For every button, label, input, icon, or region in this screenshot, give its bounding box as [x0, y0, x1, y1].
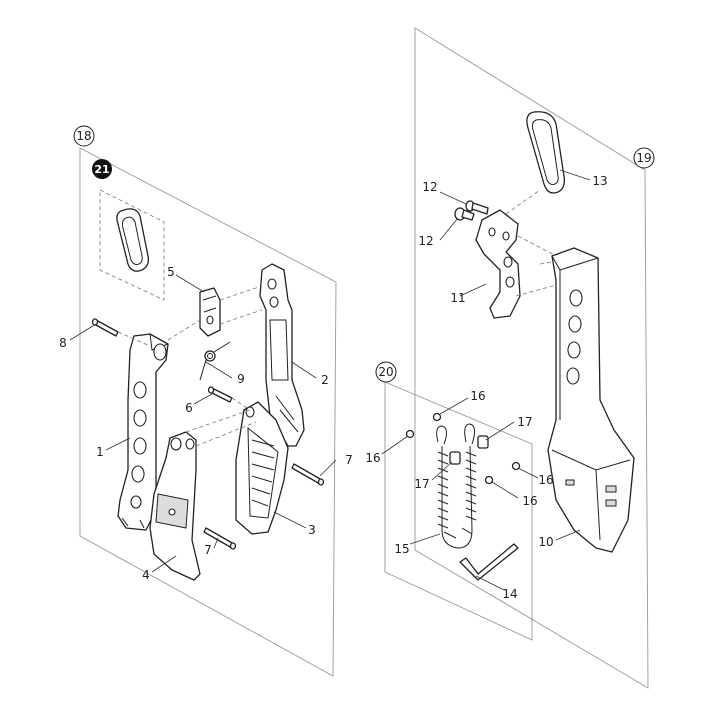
label-part-17-left: 17 — [414, 477, 429, 491]
label-part-5: 5 — [167, 265, 175, 279]
panel-assembly-18 — [79, 147, 337, 677]
label-part-10: 10 — [538, 535, 553, 549]
svg-text:19: 19 — [636, 151, 651, 165]
label-part-9: 9 — [237, 372, 245, 386]
label-part-16-d: 16 — [522, 494, 537, 508]
callout-18: 18 — [73, 125, 95, 147]
label-part-6: 6 — [185, 401, 193, 415]
svg-text:20: 20 — [378, 365, 393, 379]
carabiner-21 — [116, 208, 150, 272]
label-part-16-c: 16 — [538, 473, 553, 487]
label-part-3: 3 — [308, 523, 316, 537]
label-part-11: 11 — [450, 291, 465, 305]
lever-part-4 — [149, 431, 201, 581]
label-part-1: 1 — [96, 445, 104, 459]
callout-21-badge: 21 — [92, 159, 112, 179]
panel-assembly-20 — [384, 381, 533, 641]
holster-part-10 — [547, 247, 635, 553]
pin-part-6 — [207, 386, 233, 403]
ferrule-part-17-right — [477, 435, 489, 449]
pin-part-8 — [91, 318, 119, 337]
optional-part-box — [99, 189, 165, 301]
label-part-4: 4 — [142, 568, 150, 582]
pin-part-7-lower — [203, 527, 237, 550]
svg-text:21: 21 — [94, 163, 109, 176]
label-part-17-right: 17 — [517, 415, 532, 429]
nut-part-16-b — [405, 429, 415, 439]
nut-part-16-a — [432, 412, 442, 422]
panel-assembly-19 — [414, 27, 649, 689]
hex-key-part-14 — [459, 543, 519, 581]
label-part-12-upper: 12 — [422, 180, 437, 194]
spring-part-9 — [199, 341, 231, 381]
nut-part-16-c — [511, 461, 521, 471]
label-part-13: 13 — [592, 174, 607, 188]
callout-20: 20 — [375, 361, 397, 383]
screw-part-12-lower — [454, 207, 475, 221]
nut-part-16-d — [484, 475, 494, 485]
screw-part-12-upper — [465, 200, 489, 215]
label-part-7-lower: 7 — [204, 543, 212, 557]
frame-part-1 — [117, 333, 169, 531]
latch-part-5 — [199, 287, 221, 337]
svg-text:18: 18 — [76, 129, 91, 143]
label-part-2: 2 — [321, 373, 329, 387]
label-part-16-b: 16 — [365, 451, 380, 465]
leader-lines — [69, 169, 591, 591]
bracket-part-2 — [259, 263, 305, 447]
label-part-8: 8 — [59, 336, 67, 350]
pin-part-7-upper — [291, 463, 325, 486]
lanyard-part-15 — [436, 423, 477, 549]
label-part-16-a: 16 — [470, 389, 485, 403]
callout-19: 19 — [633, 147, 655, 169]
jaw-part-3 — [235, 401, 289, 535]
label-part-7-upper: 7 — [345, 453, 353, 467]
belt-clip-part-11 — [475, 209, 521, 319]
ferrule-part-17-left — [449, 451, 461, 465]
carabiner-part-13 — [526, 111, 566, 194]
label-part-12-lower: 12 — [418, 234, 433, 248]
label-part-15: 15 — [394, 542, 409, 556]
label-part-14: 14 — [502, 587, 517, 601]
